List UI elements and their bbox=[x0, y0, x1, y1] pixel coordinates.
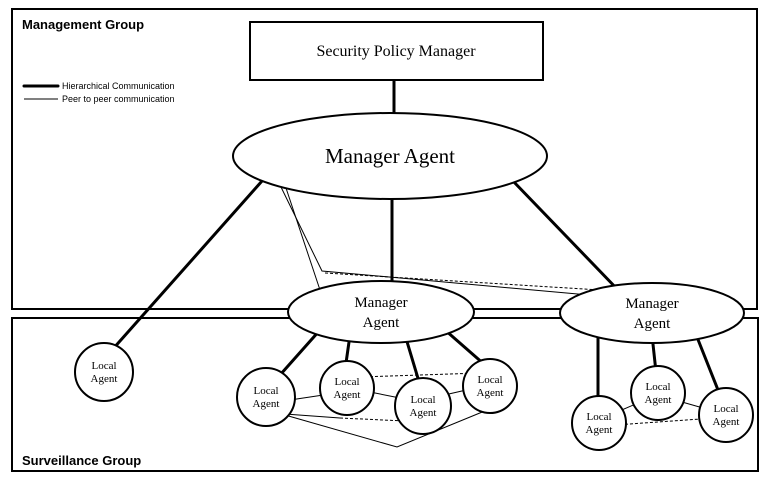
peer-top-manager-to-right-manager bbox=[279, 184, 601, 297]
local-agent-left-line2: Agent bbox=[91, 373, 118, 385]
local-agent-3-line2: Agent bbox=[410, 407, 437, 419]
edge-mid-manager-to-local-4 bbox=[443, 328, 487, 367]
peer-top-manager-to-mid-manager bbox=[284, 184, 321, 291]
local-agent-4-line1: Local bbox=[477, 374, 502, 386]
local-agent-1-circle bbox=[236, 367, 296, 427]
peer-local1-local3-b bbox=[339, 417, 406, 422]
local-agent-3-circle bbox=[394, 377, 452, 435]
local-agent-7-circle bbox=[698, 387, 754, 443]
local-agent-7-line2: Agent bbox=[713, 416, 740, 428]
local-agent-5-line1: Local bbox=[586, 411, 611, 423]
right-manager-agent-label-line2: Agent bbox=[634, 316, 671, 332]
edge-right-manager-to-local-7 bbox=[693, 330, 722, 397]
legend-hierarchical-label: Hierarchical Communication bbox=[62, 81, 175, 91]
local-agent-1-line2: Agent bbox=[253, 398, 280, 410]
peer-dotted-to-right-manager bbox=[324, 272, 601, 291]
local-agent-6-circle bbox=[630, 365, 686, 421]
edge-mid-manager-to-local-3 bbox=[403, 333, 422, 387]
local-agent-left-circle bbox=[74, 342, 134, 402]
mid-manager-agent-label-line1: Manager bbox=[354, 295, 407, 311]
local-agent-4-line2: Agent bbox=[477, 387, 504, 399]
peer-local1-local3-a bbox=[284, 413, 341, 419]
mid-manager-agent-label-line2: Agent bbox=[363, 315, 400, 331]
edge-top-manager-to-left-local bbox=[110, 170, 272, 352]
edge-top-manager-to-right-manager bbox=[510, 178, 622, 294]
mid-manager-agent-ellipse bbox=[287, 280, 475, 344]
local-agent-2-circle bbox=[319, 360, 375, 416]
edge-mid-manager-to-local-1 bbox=[278, 328, 322, 377]
right-manager-agent-ellipse bbox=[559, 282, 745, 344]
surveillance-group-label: Surveillance Group bbox=[22, 453, 141, 468]
top-manager-agent-label: Manager Agent bbox=[325, 144, 455, 168]
legend: Hierarchical Communication Peer to peer … bbox=[22, 81, 175, 104]
security-policy-manager-label: Security Policy Manager bbox=[316, 43, 476, 60]
management-group-label: Management Group bbox=[22, 17, 144, 32]
local-agent-3-line1: Local bbox=[410, 394, 435, 406]
local-agent-7-line1: Local bbox=[713, 403, 738, 415]
peer-local1-local4-routed bbox=[284, 407, 493, 448]
local-agent-1-line1: Local bbox=[253, 385, 278, 397]
local-agent-6-line1: Local bbox=[645, 381, 670, 393]
peer-local2-local4-dotted bbox=[359, 372, 481, 378]
nodes: Security Policy Manager Manager Agent Ma… bbox=[74, 21, 754, 451]
local-agent-2-line1: Local bbox=[334, 376, 359, 388]
local-agent-5-line2: Agent bbox=[586, 424, 613, 436]
right-manager-agent-label-line1: Manager bbox=[625, 296, 678, 312]
security-policy-manager-box bbox=[249, 21, 544, 81]
local-agent-5-circle bbox=[571, 395, 627, 451]
local-agent-left-line1: Local bbox=[91, 360, 116, 372]
local-agent-6-line2: Agent bbox=[645, 394, 672, 406]
top-manager-agent-ellipse bbox=[232, 112, 548, 200]
local-agent-2-line2: Agent bbox=[334, 389, 361, 401]
legend-peer-label: Peer to peer communication bbox=[62, 94, 175, 104]
peer-local5-local7-dotted bbox=[614, 417, 716, 426]
local-agent-4-circle bbox=[462, 358, 518, 414]
